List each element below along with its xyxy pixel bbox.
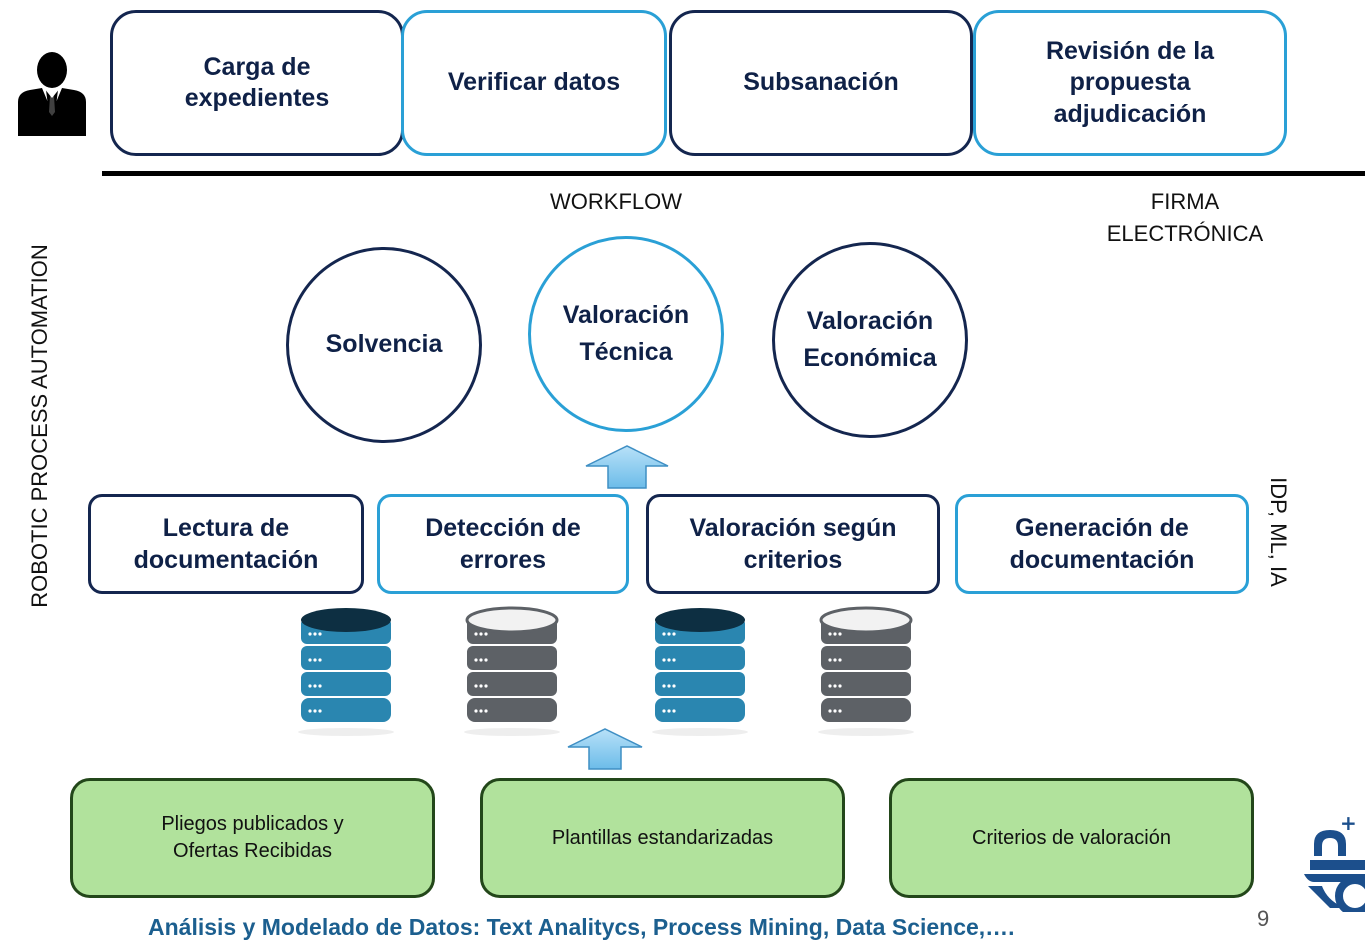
person-icon	[14, 50, 90, 136]
lectura-documentacion-label: Lectura de documentación	[133, 513, 319, 575]
pliegos-ofertas-label: Pliegos publicados y Ofertas Recibidas	[161, 813, 344, 862]
database-icon	[650, 606, 750, 736]
divider-line	[102, 171, 1365, 176]
carga-expedientes-box: Carga de expedientes	[110, 10, 404, 156]
up-arrow-icon	[566, 727, 644, 771]
plantillas-label: Plantillas estandarizadas	[551, 826, 774, 849]
rpa-label: ROBOTIC PROCESS AUTOMATION	[27, 244, 52, 608]
valoracion-tecnica-label: Valoración Técnica	[562, 300, 690, 367]
verificar-datos-box: Verificar datos	[401, 10, 667, 156]
logo-icon: +	[1300, 808, 1365, 916]
up-arrow-icon	[584, 444, 670, 490]
database-icon	[816, 606, 916, 736]
idp-ml-ia-label: IDP, ML, IA	[1266, 477, 1291, 587]
page-number: 9	[1257, 906, 1270, 931]
criterios-label: Criterios de valoración	[972, 826, 1171, 849]
solvencia-circle: Solvencia	[286, 247, 482, 443]
pliegos-ofertas-box: Pliegos publicados y Ofertas Recibidas	[70, 778, 435, 898]
valoracion-economica-label: Valoración Económica	[803, 306, 937, 373]
solvencia-label: Solvencia	[325, 330, 443, 359]
carga-expedientes-label: Carga de expedientes	[184, 52, 330, 112]
valoracion-economica-circle: Valoración Económica	[772, 242, 968, 438]
criterios-box: Criterios de valoración	[889, 778, 1254, 898]
svg-text:+: +	[1340, 811, 1357, 835]
subsanacion-label: Subsanación	[743, 68, 899, 97]
lectura-documentacion-box: Lectura de documentación	[88, 494, 364, 594]
valoracion-criterios-box: Valoración según criterios	[646, 494, 940, 594]
verificar-datos-label: Verificar datos	[447, 68, 621, 97]
deteccion-errores-label: Detección de errores	[425, 513, 581, 575]
revision-propuesta-label: Revisión de la propuesta adjudicación	[1045, 37, 1215, 128]
plantillas-box: Plantillas estandarizadas	[480, 778, 845, 898]
valoracion-criterios-label: Valoración según criterios	[689, 513, 897, 575]
deteccion-errores-box: Detección de errores	[377, 494, 629, 594]
revision-propuesta-box: Revisión de la propuesta adjudicación	[973, 10, 1287, 156]
valoracion-tecnica-circle: Valoración Técnica	[528, 236, 724, 432]
generacion-documentacion-box: Generación de documentación	[955, 494, 1249, 594]
generacion-documentacion-label: Generación de documentación	[1009, 513, 1195, 575]
database-icon	[462, 606, 562, 736]
footer-text: Análisis y Modelado de Datos: Text Anali…	[148, 914, 1015, 940]
database-icon	[296, 606, 396, 736]
firma-electronica-label: FIRMA ELECTRÓNICA	[1106, 189, 1264, 246]
workflow-label: WORKFLOW	[550, 189, 682, 214]
subsanacion-box: Subsanación	[669, 10, 973, 156]
